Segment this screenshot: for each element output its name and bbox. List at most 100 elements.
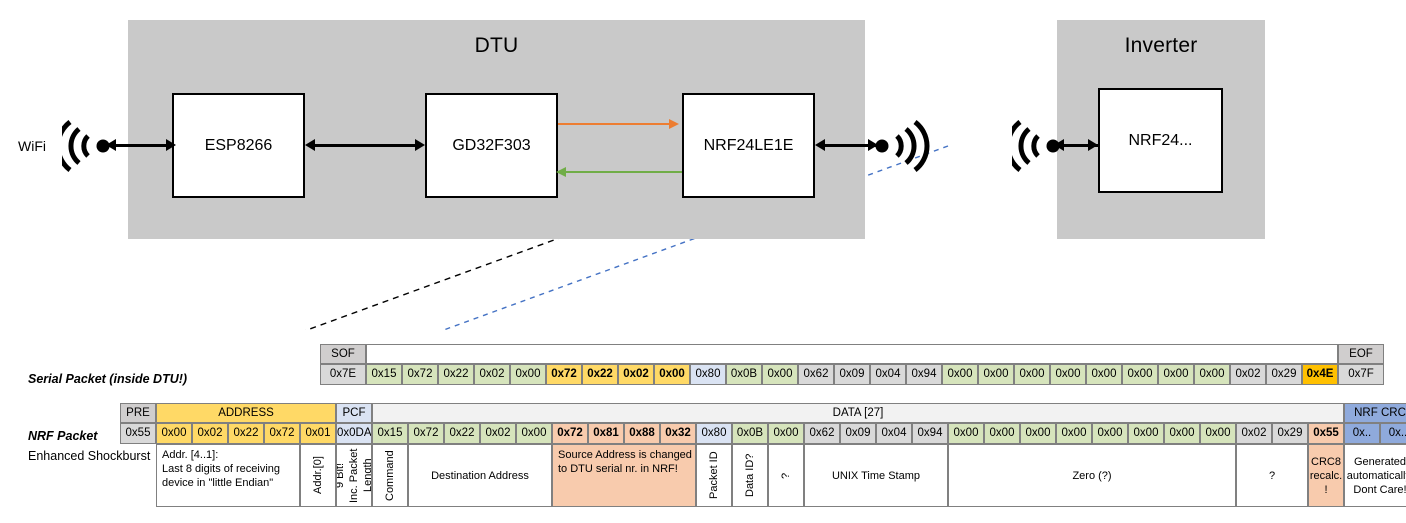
serial-packet-label: Serial Packet (inside DTU!) xyxy=(28,372,188,386)
arrow-nrf-antenna-head-left xyxy=(815,139,825,151)
nrf-header-data-27: DATA [27] xyxy=(372,403,1344,423)
inverter-radio-antenna-icon xyxy=(1012,120,1060,172)
nrf-cell-16: 0x80 xyxy=(696,423,732,444)
serial-cell-18: 0x00 xyxy=(1014,364,1050,385)
nrf-header-address: ADDRESS xyxy=(156,403,336,423)
nrf-cell-10: 0x02 xyxy=(480,423,516,444)
nrf-cell-27: 0x00 xyxy=(1092,423,1128,444)
chip-esp8266: ESP8266 xyxy=(172,93,305,198)
serial-header-sof: SOF xyxy=(320,344,366,364)
serial-cell-0: 0x15 xyxy=(366,364,402,385)
arrow-nrf-antenna-head-right xyxy=(868,139,878,151)
nrf-cell-35: 0x.. xyxy=(1380,423,1406,444)
nrf-cell-18: 0x00 xyxy=(768,423,804,444)
crc8-desc: CRC8 recalc. ! xyxy=(1308,444,1344,507)
nrf-header-pre: PRE xyxy=(120,403,156,423)
nrf-packet-sublabel: Enhanced Shockburst xyxy=(28,449,151,463)
serial-cell-1: 0x72 xyxy=(402,364,438,385)
nrf-cell-31: 0x02 xyxy=(1236,423,1272,444)
command-desc: Command xyxy=(372,444,408,507)
serial-cell-22: 0x00 xyxy=(1158,364,1194,385)
serial-cell-4: 0x00 xyxy=(510,364,546,385)
pcf-desc: 9 Bit! Inc. Packet Length xyxy=(336,444,372,507)
serial-cell-25: 0x29 xyxy=(1266,364,1302,385)
dtu-title: DTU xyxy=(474,34,519,57)
packet-id-desc: Packet ID xyxy=(696,444,732,507)
nrf-cell-28: 0x00 xyxy=(1128,423,1164,444)
nrf-cell-24: 0x00 xyxy=(984,423,1020,444)
serial-cell-21: 0x00 xyxy=(1122,364,1158,385)
block-diagram: DTU Inverter ESP8266 GD32F303 NRF24LE1E … xyxy=(18,20,1265,330)
serial-cell-9: 0x80 xyxy=(690,364,726,385)
serial-cell-sof: 0x7E xyxy=(320,364,366,385)
nrf-cell-29: 0x00 xyxy=(1164,423,1200,444)
nrf-cell-20: 0x09 xyxy=(840,423,876,444)
arrow-inverter-antenna-head-right xyxy=(1088,139,1098,151)
wifi-label: WiFi xyxy=(18,138,46,154)
serial-cell-17: 0x00 xyxy=(978,364,1014,385)
inverter-title: Inverter xyxy=(1124,34,1198,57)
serial-cell-15: 0x94 xyxy=(906,364,942,385)
nrf-cell-26: 0x00 xyxy=(1056,423,1092,444)
serial-cell-3: 0x02 xyxy=(474,364,510,385)
nrf-cell-6: 0x0DA xyxy=(336,423,372,444)
chip-gd32f303: GD32F303 xyxy=(425,93,558,198)
arrow-nrf-to-gd32-line xyxy=(566,171,682,174)
serial-cell-26: 0x4E xyxy=(1302,364,1338,385)
arrow-wifi-esp-head-right xyxy=(166,139,176,151)
source-address-desc: Source Address is changed to DTU serial … xyxy=(552,444,696,507)
nrf-cell-25: 0x00 xyxy=(1020,423,1056,444)
unknown-tilde-desc: ? xyxy=(768,444,804,507)
serial-cell-23: 0x00 xyxy=(1194,364,1230,385)
nrf-cell-7: 0x15 xyxy=(372,423,408,444)
serial-cell-11: 0x00 xyxy=(762,364,798,385)
nrf-cell-21: 0x04 xyxy=(876,423,912,444)
serial-cell-6: 0x22 xyxy=(582,364,618,385)
arrow-nrf-to-gd32-head xyxy=(556,166,566,177)
arrow-inverter-antenna-line xyxy=(1060,144,1098,147)
nrf-cell-14: 0x88 xyxy=(624,423,660,444)
serial-cell-19: 0x00 xyxy=(1050,364,1086,385)
serial-cell-24: 0x02 xyxy=(1230,364,1266,385)
nrf-packet-label: NRF Packet xyxy=(28,429,98,443)
nrf-cell-1: 0x00 xyxy=(156,423,192,444)
unix-time-stamp-desc: UNIX Time Stamp xyxy=(804,444,948,507)
nrf-cell-22: 0x94 xyxy=(912,423,948,444)
nrf-cell-19: 0x62 xyxy=(804,423,840,444)
arrow-esp-gd32-head-left xyxy=(305,139,315,151)
arrow-esp-gd32-head-right xyxy=(415,139,425,151)
data-id-desc: Data ID? xyxy=(732,444,768,507)
serial-header-eof: EOF xyxy=(1338,344,1384,364)
serial-cell-8: 0x00 xyxy=(654,364,690,385)
zero-desc: Zero (?) xyxy=(948,444,1236,507)
destination-address-desc: Destination Address xyxy=(408,444,552,507)
nrf-cell-0: 0x55 xyxy=(120,423,156,444)
serial-header-body xyxy=(366,344,1338,364)
nrf-cell-12: 0x72 xyxy=(552,423,588,444)
nrf-header-nrf-crc: NRF CRC xyxy=(1344,403,1406,423)
unknown-desc: ? xyxy=(1236,444,1308,507)
serial-cell-7: 0x02 xyxy=(618,364,654,385)
wifi-antenna-icon xyxy=(62,120,110,172)
serial-cell-16: 0x00 xyxy=(942,364,978,385)
chip-nrf24: NRF24... xyxy=(1098,88,1223,193)
arrow-nrf-antenna-line xyxy=(822,144,876,147)
nrf-cell-17: 0x0B xyxy=(732,423,768,444)
nrf-cell-34: 0x.. xyxy=(1344,423,1380,444)
arrow-inverter-antenna-head-left xyxy=(1054,139,1064,151)
packet-tables: Serial Packet (inside DTU!) NRF Packet E… xyxy=(0,330,1406,523)
serial-cell-20: 0x00 xyxy=(1086,364,1122,385)
inverter-enclosure: Inverter xyxy=(1057,20,1265,239)
nrf-cell-23: 0x00 xyxy=(948,423,984,444)
address-desc: Addr. [4..1]: Last 8 digits of receiving… xyxy=(156,444,300,507)
nrf-cell-4: 0x72 xyxy=(264,423,300,444)
nrf-cell-5: 0x01 xyxy=(300,423,336,444)
nrf-cell-13: 0x81 xyxy=(588,423,624,444)
serial-cell-13: 0x09 xyxy=(834,364,870,385)
nrf-cell-33: 0x55 xyxy=(1308,423,1344,444)
chip-nrf24le1e: NRF24LE1E xyxy=(682,93,815,198)
arrow-esp-gd32-line xyxy=(312,144,420,147)
